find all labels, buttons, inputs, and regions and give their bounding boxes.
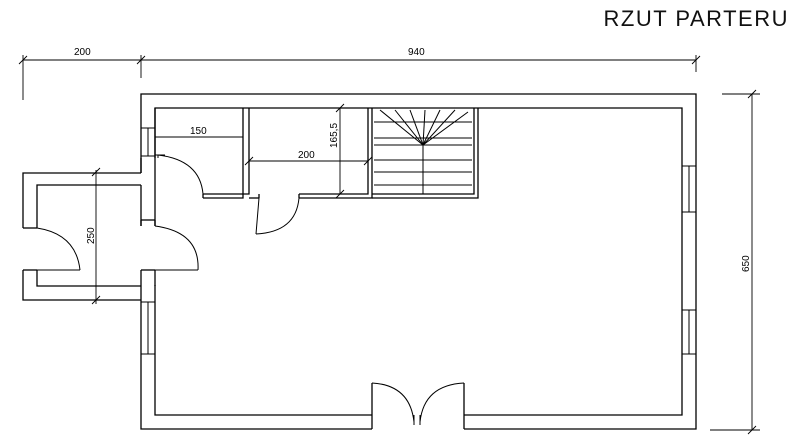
dimension-lines <box>18 55 760 435</box>
windows <box>140 127 697 355</box>
dim-label-porch-depth: 250 <box>86 227 97 244</box>
outer-wall-outline-left <box>140 300 372 430</box>
porch <box>22 172 156 301</box>
outer-walls <box>140 93 697 430</box>
doors <box>36 154 465 425</box>
inner-wall-outline-left <box>154 285 372 416</box>
dim-label-total-height: 650 <box>741 255 752 272</box>
staircase <box>374 109 472 194</box>
door-main-right <box>419 382 465 423</box>
plan-title: RZUT PARTERU <box>603 6 789 31</box>
door-side <box>154 225 199 271</box>
dim-label-bathroom-depth: 165,5 <box>329 123 340 148</box>
door-bathroom <box>255 197 260 235</box>
dim-label-porch-width: 200 <box>74 47 91 58</box>
dim-label-total-width: 940 <box>408 47 425 58</box>
interior-walls <box>154 108 479 199</box>
dim-label-bathroom-width: 200 <box>298 150 315 161</box>
door-porch <box>36 227 81 271</box>
door-main-left <box>371 382 415 423</box>
dim-label-closet-width: 150 <box>190 126 207 137</box>
inner-wall-outline <box>154 107 683 416</box>
outer-wall-outline <box>140 93 697 430</box>
